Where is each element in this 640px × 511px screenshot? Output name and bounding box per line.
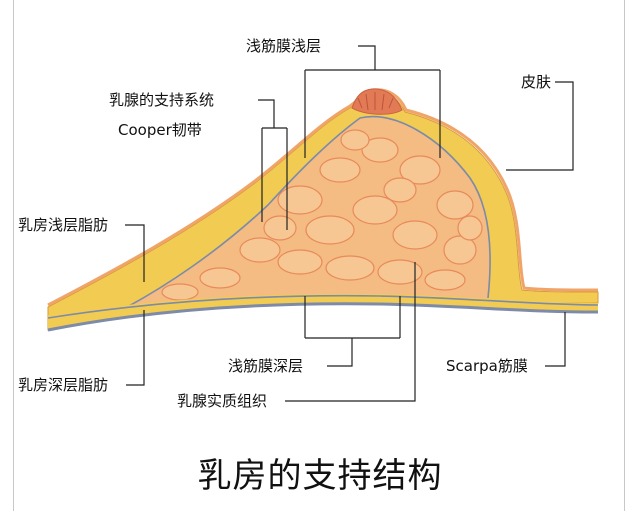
gland-lobule	[383, 177, 417, 203]
label-skin: 皮肤	[521, 73, 552, 91]
gland-lobule-pattern	[161, 129, 483, 301]
diagram-title: 乳房的支持结构	[197, 456, 443, 496]
gland-lobule	[361, 137, 399, 163]
leader-lines	[125, 45, 574, 402]
nipple-duct-line	[357, 97, 363, 109]
label-superficial-fascia-superficial-layer: 浅筋膜浅层	[246, 37, 322, 55]
leader-fascia-deep	[304, 296, 401, 367]
gland-lobule	[436, 190, 474, 220]
superficial-fascia-deep-layer-line	[47, 294, 599, 319]
gland-lobule	[199, 267, 241, 289]
gland-lobule	[277, 185, 323, 215]
gland-lobule	[340, 129, 370, 151]
gland-lobule	[325, 255, 375, 281]
label-cooper-ligament: Cooper韧带	[118, 121, 202, 139]
nipple-ducts	[357, 92, 394, 111]
gland-lobule	[424, 269, 466, 291]
label-parenchyma: 乳腺实质组织	[177, 392, 268, 410]
gland-lobule	[377, 259, 423, 285]
leader-deep-fat	[126, 310, 145, 386]
leader-superficial-fat	[125, 224, 145, 282]
label-deep-fat: 乳房深层脂肪	[18, 376, 109, 394]
deep-fat-layer	[48, 293, 598, 330]
nipple-duct-line	[388, 97, 394, 109]
label-suspensory-system: 乳腺的支持系统	[109, 91, 215, 109]
gland-lobule	[305, 215, 355, 245]
gland-lobule	[392, 220, 438, 250]
gland-lobule	[352, 195, 398, 225]
leader-skin	[506, 81, 574, 171]
gland-lobule	[319, 157, 361, 183]
leader-fascia-superficial	[304, 45, 441, 158]
leader-support-system	[258, 99, 288, 230]
gland-lobule	[239, 237, 281, 263]
gland-lobule	[277, 249, 323, 275]
label-superficial-fascia-deep-layer: 浅筋膜深层	[228, 357, 304, 375]
gland-lobule	[263, 215, 297, 241]
label-scarpa-fascia: Scarpa筋膜	[446, 357, 528, 375]
gland-lobule	[161, 283, 199, 301]
superficial-fascia-superficial-layer-line	[111, 115, 491, 316]
gland-lobule	[399, 155, 441, 185]
scarpa-fascia-line	[47, 302, 599, 332]
nipple-duct-line	[365, 93, 369, 111]
leader-scarpa	[545, 312, 566, 367]
gland-lobule	[443, 235, 477, 265]
frame-border-right	[624, 0, 625, 511]
label-superficial-fat: 乳房浅层脂肪	[18, 216, 109, 234]
gland-lobule	[457, 215, 483, 241]
frame-border-left	[13, 0, 14, 511]
leader-parenchyma	[285, 262, 416, 402]
nipple-duct-line	[381, 93, 385, 111]
